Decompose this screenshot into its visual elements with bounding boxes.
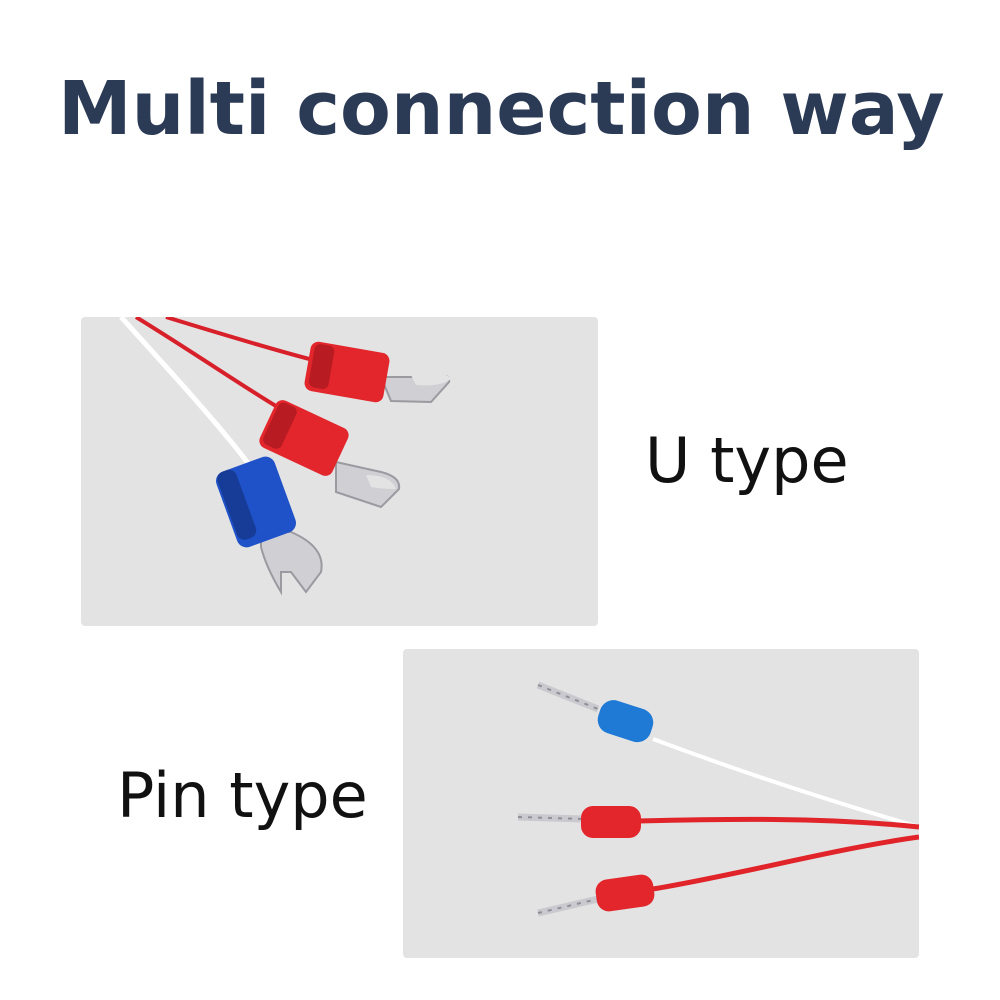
u-type-label: U type bbox=[645, 424, 849, 497]
pin-type-terminal-photo bbox=[403, 649, 919, 958]
u-type-terminal-photo bbox=[81, 317, 598, 626]
pin-type-label: Pin type bbox=[117, 759, 368, 832]
page-title: Multi connection way bbox=[58, 66, 945, 152]
